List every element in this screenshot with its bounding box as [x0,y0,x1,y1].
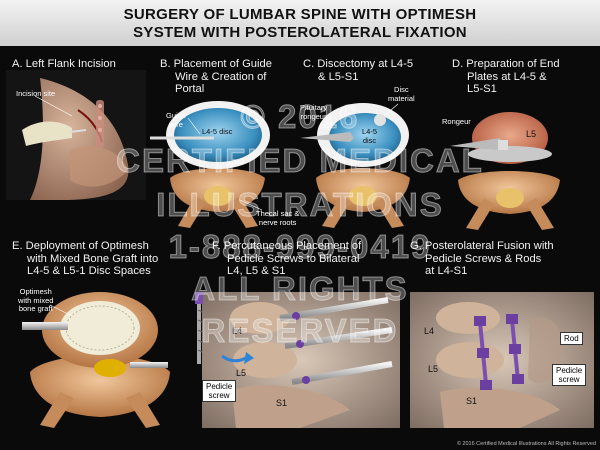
label-g-pedicle-line2: screw [558,375,580,384]
label-g-pedicle-line1: Pedicle [556,366,583,375]
label-optimesh-line2: with mixed [18,295,54,305]
label-g-rod: Rod [560,332,583,345]
panel-e-art [22,292,170,428]
panel-g-title-line2: Pedicle Screws & Rods [425,252,542,265]
panel-d-title-line3: L5-S1 [467,83,497,95]
label-c-disc-line2: disc [362,135,377,145]
panel-d-title-line1: D. Preparation of End [452,58,560,70]
label-guide-line2: wire [169,119,183,129]
label-optimesh-line3: bone graft [18,304,53,313]
label-f-pedicle-line2: screw [208,391,230,400]
panel-d-title: D. Preparation of End Plates at L4-5 & L… [452,58,560,96]
panel-b-title-line1: B. Placement of Guide [160,58,272,70]
label-guide-wire: Guide wire [166,111,187,129]
panel-e-title-line1: E. Deployment of Optimesh [12,240,149,252]
label-thecal-line2: nerve roots [258,217,297,227]
panel-a-title: A. Left Flank Incision [12,58,116,71]
panel-g-title-line3: at L4-S1 [425,265,468,277]
panel-b-title: B. Placement of Guide Wire & Creation of… [160,58,272,96]
panel-c-title-line1: C. Discectomy at L4-5 [303,58,414,70]
label-guide-line1: Guide [166,111,187,120]
panel-b-art [150,101,270,228]
label-c-disc-line1: L4-5 [362,127,378,136]
plate-header: SURGERY OF LUMBAR SPINE WITH OPTIMESH SY… [0,0,600,46]
panel-e-title-line3: L4-5 & L5-1 Disc Spaces [27,265,151,277]
footer-copyright: © 2016 Certified Medical Illustrations A… [456,441,596,447]
panel-c-art [300,103,410,228]
label-pituitary-line2: rongeur [300,111,327,121]
panel-f-title-line2: Pedicle Screws to Bilateral [227,252,360,265]
panel-c-title: C. Discectomy at L4-5 & L5-S1 [303,58,413,83]
label-optimesh-line1: Optimesh [19,287,52,296]
panel-g-title: G. Posterolateral Fusion with Pedicle Sc… [410,240,554,278]
label-pituitary-line1: Pituitary [300,103,328,112]
label-g-s1: S1 [466,396,478,406]
panel-c-title-line2: & L5-S1 [318,70,359,83]
panel-e-title-line2: with Mixed Bone Graft into [27,252,159,265]
label-thecal-line1: Thecal sac & [256,209,300,218]
panel-d-title-line2: Plates at L4-5 & [467,70,547,83]
label-pituitary-rongeur: Pituitary rongeur [300,103,328,121]
label-material-line2: material [388,93,415,103]
label-disc-material: Disc material [388,85,415,103]
panel-e-title: E. Deployment of Optimesh with Mixed Bon… [12,240,158,278]
panel-f-title: F. Percutaneous Placement of Pedicle Scr… [212,240,361,278]
label-f-s1: S1 [276,398,288,408]
label-f-l4: L4 [232,326,243,336]
label-optimesh: Optimesh with mixed bone graft [18,287,54,314]
label-rongeur: Rongeur [442,117,471,126]
panel-g-title-line1: G. Posterolateral Fusion with [410,240,554,252]
panel-b-title-line2: Wire & Creation of [175,70,267,83]
label-material-line1: Disc [394,85,409,94]
panel-a-title-line1: A. Left Flank Incision [12,58,116,70]
label-g-l4: L4 [424,326,435,336]
plate-title-line1: SURGERY OF LUMBAR SPINE WITH OPTIMESH [123,6,477,23]
panel-g-art [410,292,594,428]
label-incision-site: Incision site [16,89,56,98]
panel-a-art [6,70,146,200]
label-d-l5: L5 [526,129,537,139]
label-l45-disc: L4-5 disc [202,127,233,136]
panel-b-title-line3: Portal [175,83,205,95]
panel-d-art [450,112,560,230]
panel-f-art [195,292,400,428]
panel-f-title-line3: L4, L5 & S1 [227,265,286,277]
panel-f-title-line1: F. Percutaneous Placement of [212,240,362,252]
label-f-pedicle-screw: Pedicle screw [202,380,237,402]
label-thecal-sac: Thecal sac & nerve roots [256,209,300,227]
label-g-pedicle-screw: Pedicle screw [552,364,587,386]
label-g-l5: L5 [428,364,439,374]
label-f-l5: L5 [236,368,247,378]
label-f-pedicle-line1: Pedicle [206,382,233,391]
label-c-disc: L4-5 disc [362,127,378,145]
plate-title-line2: SYSTEM WITH POSTEROLATERAL FIXATION [133,24,467,41]
